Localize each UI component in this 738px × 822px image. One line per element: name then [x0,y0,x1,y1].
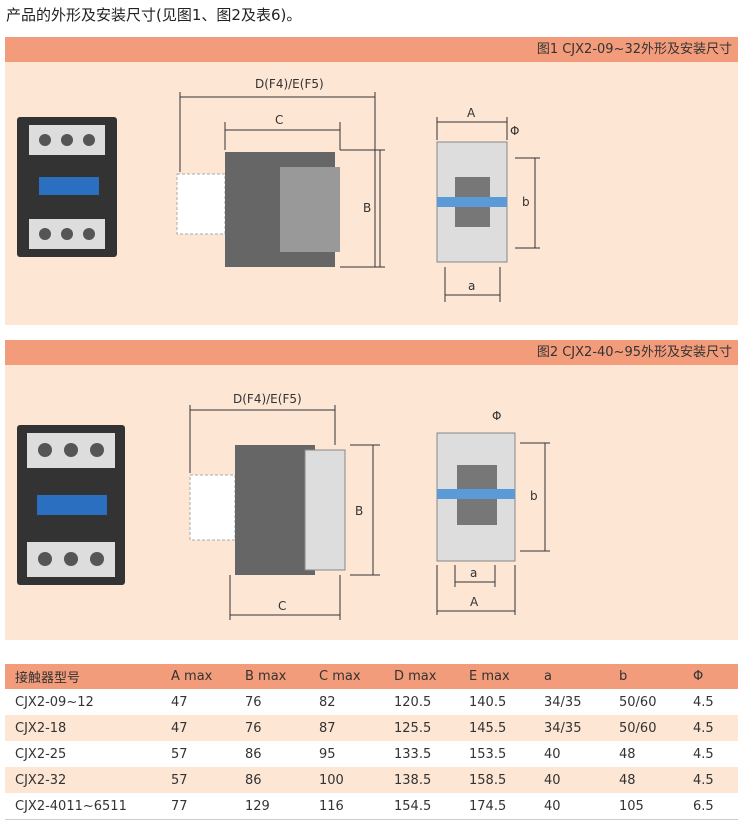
figure-2-drawing: D(F4)/E(F5) C B b a A Φ [17,392,550,620]
label-b-big: B [355,504,363,518]
table-cell: 4.5 [693,746,714,762]
figure-1-drawing: D(F4)/E(F5) C B A a b Φ [17,77,540,302]
table-cell: 50/60 [619,694,657,710]
table-cell: 129 [235,793,309,820]
table-cell: CJX2-25 [15,746,67,762]
table-cell: 87 [309,715,384,741]
table-cell: CJX2-18 [5,715,161,741]
table-row: CJX2-25 57 86 95 133.5 153.5 40 48 4.5 [5,741,738,767]
col-model: 接触器型号 [5,664,161,689]
table-cell: 47 [161,715,235,741]
table-cell: 105 [609,793,683,820]
table-cell: 57 [171,746,188,762]
label-b: b [522,195,530,209]
label-a-big: A [470,595,479,609]
contactor-photo [17,117,117,257]
table-cell: 158.5 [459,767,534,793]
table-cell: CJX2-4011~6511 [5,793,161,820]
col-a: a [534,664,609,689]
label-d: D(F4)/E(F5) [255,77,324,91]
table-cell: 86 [235,767,309,793]
table-row: CJX2-09~12 47 76 82 120.5 140.5 34/35 50/60 4.5 [5,689,738,715]
label-phi: Φ [510,124,519,138]
table-cell: 40 [544,746,561,762]
table-cell: 4.5 [693,694,714,710]
intro-text: 产品的外形及安装尺寸(见图1、图2及表6)。 [6,6,302,24]
col-phi: Φ [683,664,738,689]
side-view: D(F4)/E(F5) C B [189,392,380,620]
col-c-max: C max [309,664,384,689]
table-cell: 76 [245,694,262,710]
front-view: b a A Φ [436,409,550,615]
table-cell: 153.5 [469,746,507,762]
table-cell: 48 [619,746,636,762]
front-view: A a b Φ [436,106,540,302]
table-cell: 133.5 [394,746,432,762]
table-cell: 40 [534,793,609,820]
table-cell: 48 [609,767,683,793]
table-cell: 4.5 [683,767,738,793]
table-cell: 4.5 [683,715,738,741]
table-cell: 138.5 [384,767,459,793]
table-cell: CJX2-32 [5,767,161,793]
figure-1-title: 图1 CJX2-09~32外形及安装尺寸 [5,37,738,62]
label-phi: Φ [492,409,501,423]
col-a-max: A max [161,664,235,689]
label-d: D(F4)/E(F5) [233,392,302,406]
label-a: a [468,279,475,293]
label-c: C [278,599,286,613]
table-cell: 100 [309,767,384,793]
table-cell: CJX2-09~12 [15,694,94,710]
table-cell: 120.5 [394,694,432,710]
table-header-row: 接触器型号 A max B max C max D max E max a b … [5,664,738,689]
figure-2-title: 图2 CJX2-40~95外形及安装尺寸 [5,340,738,365]
figure-2-panel: D(F4)/E(F5) C B b a A Φ [5,365,738,640]
table-cell: 77 [161,793,235,820]
figure-1-panel: D(F4)/E(F5) C B A a b Φ [5,62,738,325]
col-e-max: E max [459,664,534,689]
label-a: a [470,566,477,580]
contactor-photo [17,425,125,585]
col-b: b [609,664,683,689]
label-b: b [530,489,538,503]
table-cell: 34/35 [544,694,582,710]
table-cell: 86 [245,746,262,762]
col-b-max: B max [235,664,309,689]
table-cell: 95 [319,746,336,762]
dimensions-table: 接触器型号 A max B max C max D max E max a b … [5,664,738,820]
table-cell: 47 [171,694,188,710]
table-cell: 140.5 [469,694,507,710]
table-cell: 76 [235,715,309,741]
table-cell: 40 [534,767,609,793]
label-b-big: B [363,201,371,215]
table-cell: 125.5 [384,715,459,741]
side-view: D(F4)/E(F5) C B [176,77,385,268]
table-cell: 34/35 [534,715,609,741]
table-cell: 145.5 [459,715,534,741]
table-cell: 154.5 [384,793,459,820]
label-a-big: A [467,106,476,120]
table-cell: 82 [319,694,336,710]
table-cell: 57 [161,767,235,793]
label-c: C [275,113,283,127]
table-cell: 50/60 [609,715,683,741]
col-d-max: D max [384,664,459,689]
table-cell: 6.5 [683,793,738,820]
table-cell: 174.5 [459,793,534,820]
table-cell: 116 [309,793,384,820]
